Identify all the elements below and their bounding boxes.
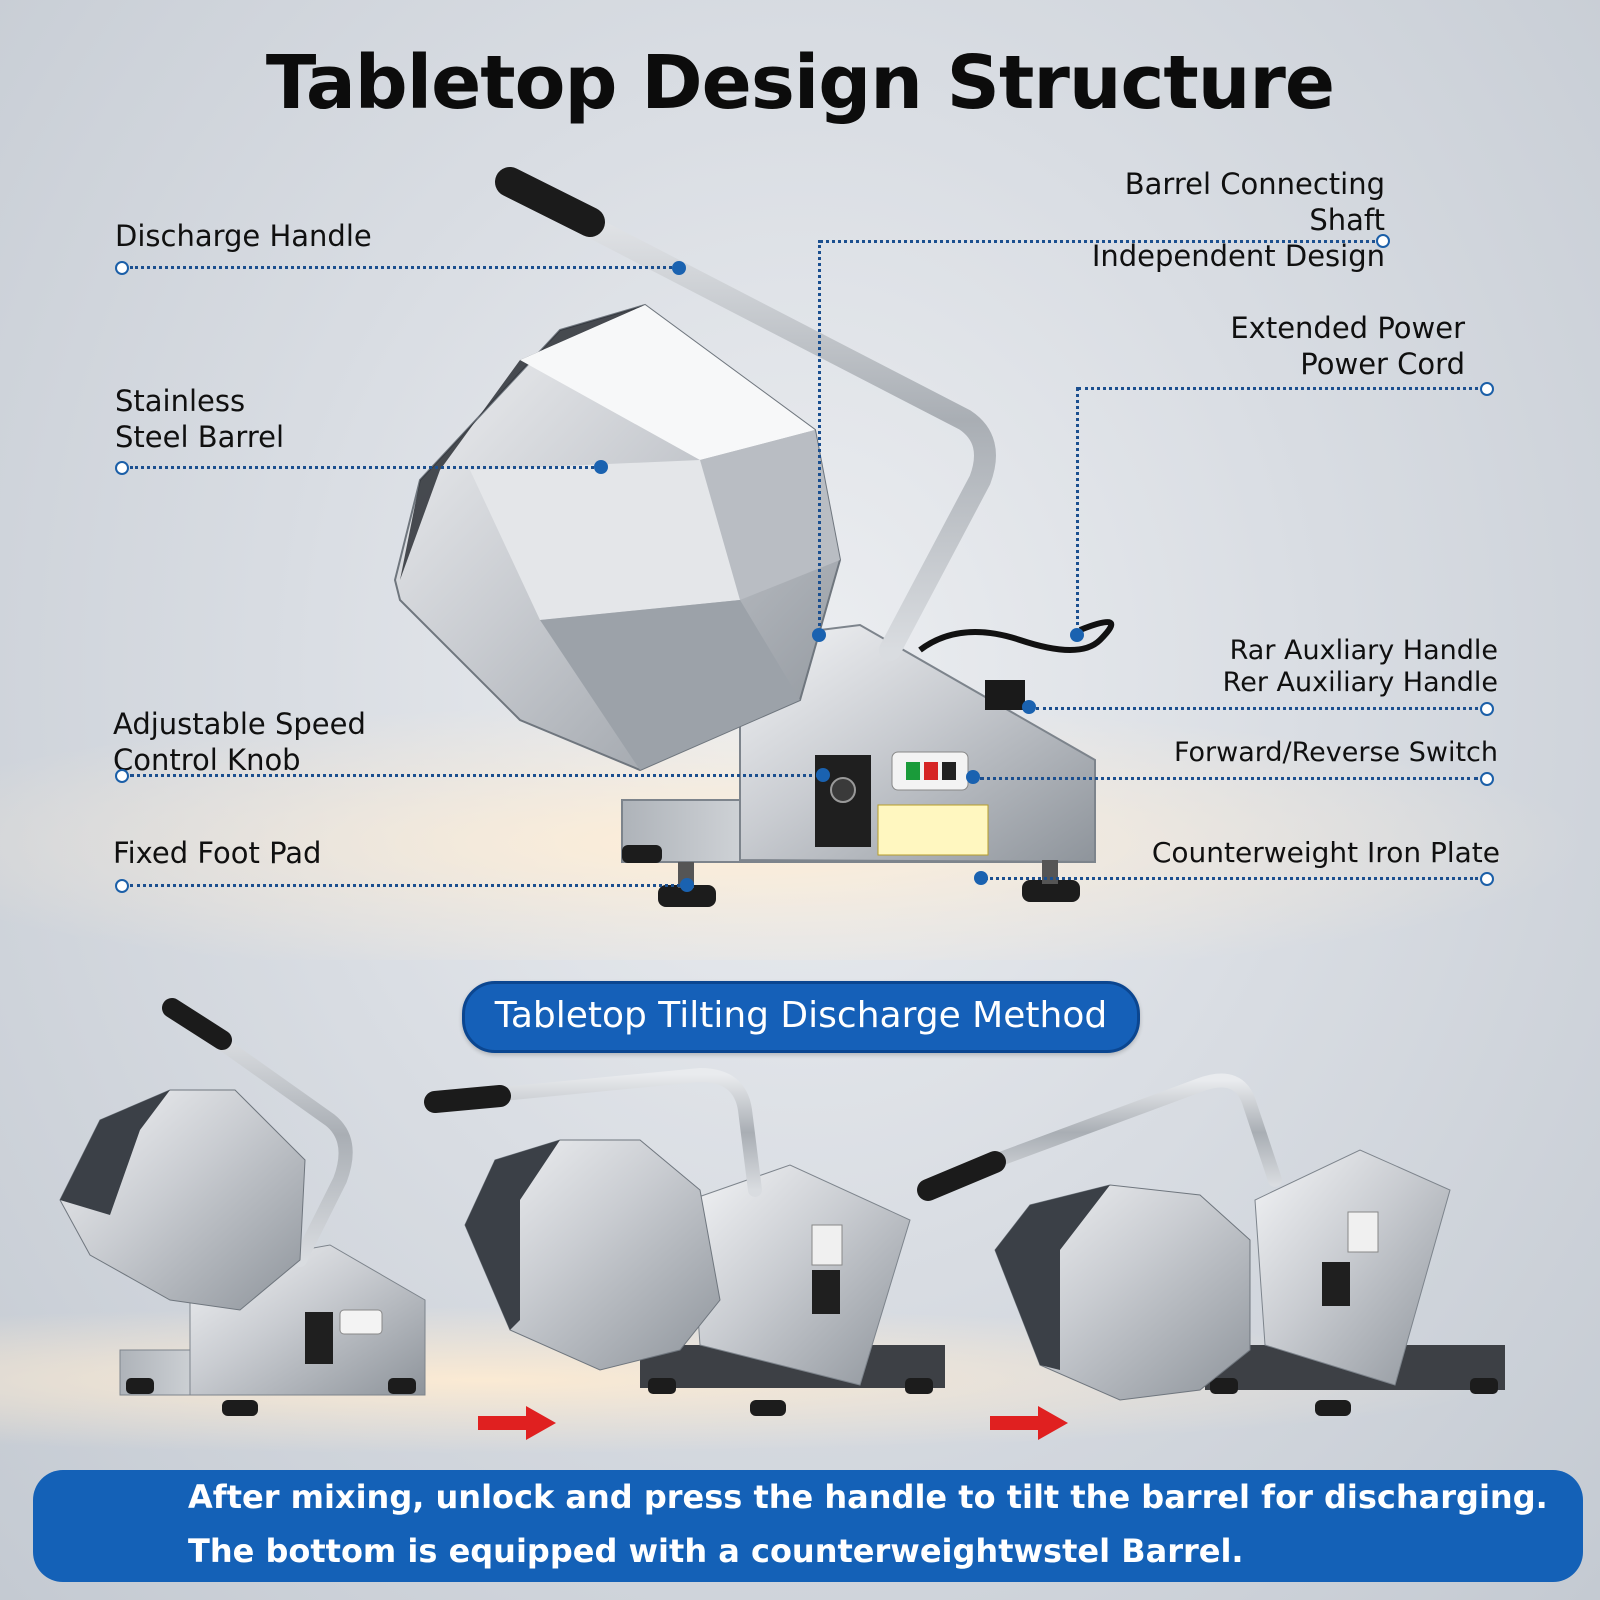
footer-line-2: The bottom is equipped with a counterwei… (188, 1532, 1244, 1570)
label-fixed-foot-pad: Fixed Foot Pad (113, 836, 322, 870)
callout-dot (672, 261, 686, 275)
label-counterweight-iron-plate: Counterweight Iron Plate (1151, 836, 1500, 869)
callout-ring (115, 461, 129, 475)
callout-dot (680, 878, 694, 892)
footer-banner: After mixing, unlock and press the handl… (33, 1470, 1583, 1582)
leader-line-vertical (1076, 387, 1079, 633)
arrow-right-icon (478, 1406, 556, 1440)
callout-ring (115, 261, 129, 275)
label-discharge-handle: Discharge Handle (115, 219, 372, 253)
section-pill: Tabletop Tilting Discharge Method (462, 981, 1140, 1053)
leader-line (130, 266, 678, 269)
label-speed-control-knob: Adjustable Speed Control Knob (113, 707, 366, 777)
label-connecting-shaft: Barrel Connecting Shaft Independent Desi… (1091, 167, 1385, 273)
leader-line (1036, 707, 1478, 710)
leader-line (980, 777, 1478, 780)
leader-line (985, 877, 1478, 880)
leader-line (130, 466, 600, 469)
leader-line (130, 884, 686, 887)
label-rear-auxiliary-handle: Rar Auxliary Handle Rer Auxiliary Handle (1222, 635, 1498, 698)
callout-ring (1480, 382, 1494, 396)
tilt-step-3 (917, 1073, 1505, 1416)
leader-line (1078, 387, 1478, 390)
tilt-step-1 (59, 998, 426, 1416)
callout-ring (115, 879, 129, 893)
callout-dot (966, 770, 980, 784)
footer-line-1: After mixing, unlock and press the handl… (188, 1478, 1548, 1516)
callout-ring (115, 769, 129, 783)
leader-line (130, 774, 820, 777)
leader-line (820, 240, 1375, 243)
callout-dot (1022, 700, 1036, 714)
tilt-step-2 (424, 1067, 945, 1416)
callout-dot (812, 628, 826, 642)
callout-ring (1376, 234, 1390, 248)
callout-dot (594, 460, 608, 474)
label-forward-reverse-switch: Forward/Reverse Switch (1173, 737, 1498, 768)
callout-ring (1480, 872, 1494, 886)
callout-dot (1070, 628, 1084, 642)
page-title: Tabletop Design Structure (265, 40, 1335, 126)
callout-dot (816, 768, 830, 782)
main-machine (393, 167, 1115, 907)
callout-dot (974, 871, 988, 885)
arrow-right-icon (990, 1406, 1068, 1440)
callout-ring (1480, 702, 1494, 716)
callout-ring (1480, 772, 1494, 786)
label-extended-power-cord: Extended Power Power Cord (1230, 311, 1465, 381)
label-stainless-steel-barrel: Stainless Steel Barrel (115, 384, 285, 454)
leader-line-vertical (818, 240, 821, 632)
